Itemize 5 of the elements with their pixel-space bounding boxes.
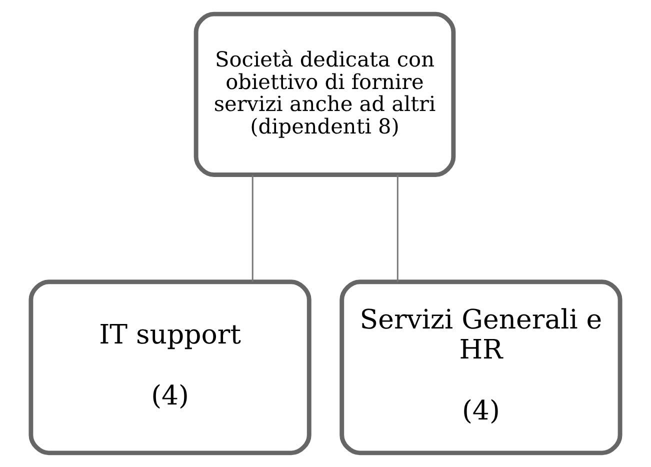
node-box: Servizi Generali e HR (4) [340,280,622,456]
connector [396,174,398,282]
node-box: IT support (4) [28,280,312,456]
node-box: Società dedicata con obiettivo di fornire servizi anche ad altri (dipendenti 8) [194,12,456,177]
connector [252,174,254,282]
